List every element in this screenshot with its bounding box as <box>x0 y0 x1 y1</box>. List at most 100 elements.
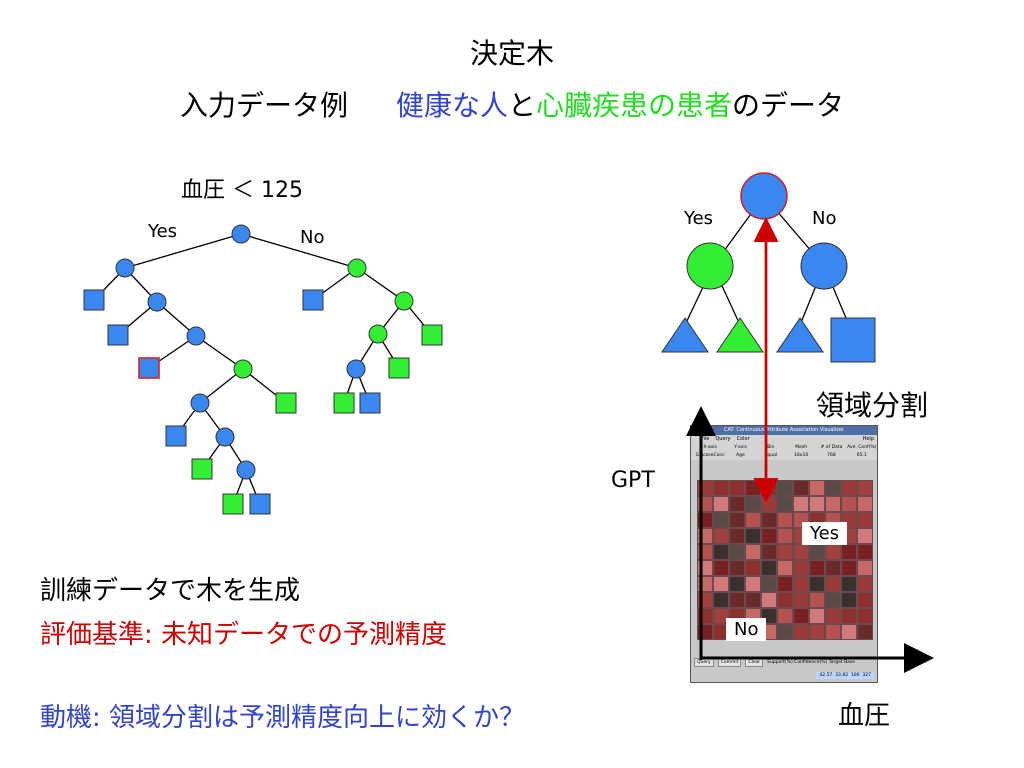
no-region-label: No <box>726 618 767 641</box>
heatmap-cell <box>713 560 729 576</box>
heatmap-cell <box>713 608 729 624</box>
menu-help[interactable]: Help <box>862 436 874 442</box>
heatmap-cell <box>777 592 793 608</box>
clear-button[interactable]: Clear <box>745 657 764 667</box>
stats-header: Support(%) Confidence(%) Target Base <box>767 659 856 665</box>
header-cell: Bin <box>767 445 775 450</box>
heatmap-cell <box>857 624 873 640</box>
header-cell: Ave. Conf(%) <box>847 445 877 450</box>
heatmap-cell <box>713 480 729 496</box>
heatmap-cell <box>729 496 745 512</box>
heatmap-cell <box>697 496 713 512</box>
right-no-label: No <box>812 208 837 229</box>
heatmap-cell <box>713 528 729 544</box>
tree-leaf <box>107 324 129 346</box>
heatmap-cell <box>825 560 841 576</box>
heatmap-cell <box>825 624 841 640</box>
heatmap-cell <box>697 544 713 560</box>
heatmap-cell <box>729 592 745 608</box>
heatmap-cell <box>793 576 809 592</box>
heatmap-cell <box>713 512 729 528</box>
motivation-text: 動機: 領域分割は予測精度向上に効くか？ <box>40 703 526 733</box>
window-title: CAT: Continuous Attribute Association Vi… <box>691 426 877 435</box>
tree-node <box>394 291 414 311</box>
heatmap-cell <box>857 608 873 624</box>
heatmap-cell <box>745 480 761 496</box>
commit-button[interactable]: Commit <box>717 657 742 667</box>
right-leaf-triangle-blue-2 <box>776 317 824 353</box>
heatmap-cell <box>825 544 841 560</box>
heatmap-cell <box>745 496 761 512</box>
heatmap-cell <box>857 576 873 592</box>
heatmap-cell <box>761 560 777 576</box>
query-button[interactable]: Query <box>694 657 714 667</box>
tree-leaf-highlighted <box>138 357 160 379</box>
heatmap-cell <box>761 576 777 592</box>
segmentation-title: 領域分割 <box>816 389 929 422</box>
tree-node <box>347 258 367 278</box>
heatmap-cell <box>777 544 793 560</box>
left-tree-leaves <box>83 289 443 515</box>
heatmap-cell <box>729 560 745 576</box>
heatmap-cell <box>825 576 841 592</box>
heatmap-cell <box>809 576 825 592</box>
stats-values: 42.57 33.82 100 327 <box>816 672 874 679</box>
slide-subtitle: 入力データ例健康な人と心臓疾患の患者のデータ <box>0 84 1024 124</box>
value-cell: 768 <box>827 453 836 458</box>
heatmap-cell <box>793 608 809 624</box>
tree-leaf <box>359 392 381 414</box>
tree-node <box>186 326 206 346</box>
menu-query[interactable]: Query <box>715 436 731 442</box>
heatmap-cell <box>841 624 857 640</box>
heatmap-cell <box>761 544 777 560</box>
heatmap-cell <box>761 496 777 512</box>
heatmap-cell <box>793 544 809 560</box>
menu-color[interactable]: Color <box>736 436 750 442</box>
value-cell: GlucoseConc <box>695 453 725 458</box>
heatmap-cell <box>729 512 745 528</box>
heatmap-cell <box>841 592 857 608</box>
heatmap-cell <box>777 480 793 496</box>
heatmap-cell <box>793 496 809 512</box>
heatmap-cell <box>697 624 713 640</box>
heatmap-cell <box>841 576 857 592</box>
heatmap-cell <box>809 496 825 512</box>
tree-leaf <box>191 458 213 480</box>
window-menu: File Query Color <box>691 435 877 444</box>
heatmap-cell <box>729 544 745 560</box>
heatmap-cell <box>761 592 777 608</box>
heatmap-cell <box>777 496 793 512</box>
heatmap-cell <box>777 512 793 528</box>
heatmap-cell <box>809 544 825 560</box>
tree-node <box>215 427 235 447</box>
heatmap-cell <box>697 560 713 576</box>
right-yes-node <box>686 242 734 290</box>
tree-leaf <box>165 425 187 447</box>
heatmap-cell <box>857 496 873 512</box>
tree-node <box>233 359 253 379</box>
header-cell: Y-axis <box>734 445 747 450</box>
heatmap-cell <box>793 592 809 608</box>
heatmap-grid[interactable] <box>697 480 873 640</box>
tree-node <box>236 460 256 480</box>
heatmap-cell <box>697 528 713 544</box>
value-cell: 16x16 <box>794 453 809 458</box>
tree-leaf <box>388 357 410 379</box>
heatmap-cell <box>697 608 713 624</box>
heatmap-cell <box>841 544 857 560</box>
heatmap-cell <box>793 560 809 576</box>
heatmap-cell <box>761 528 777 544</box>
right-root-node <box>740 172 788 220</box>
heatmap-cell <box>857 592 873 608</box>
tree-leaf <box>83 289 105 311</box>
tree-node <box>346 359 366 379</box>
right-no-node <box>800 242 848 290</box>
heatmap-cell <box>841 608 857 624</box>
menu-file[interactable]: File <box>701 436 710 442</box>
heatmap-cell <box>809 608 825 624</box>
heatmap-cell <box>841 560 857 576</box>
heatmap-cell <box>793 624 809 640</box>
heatmap-cell <box>857 528 873 544</box>
